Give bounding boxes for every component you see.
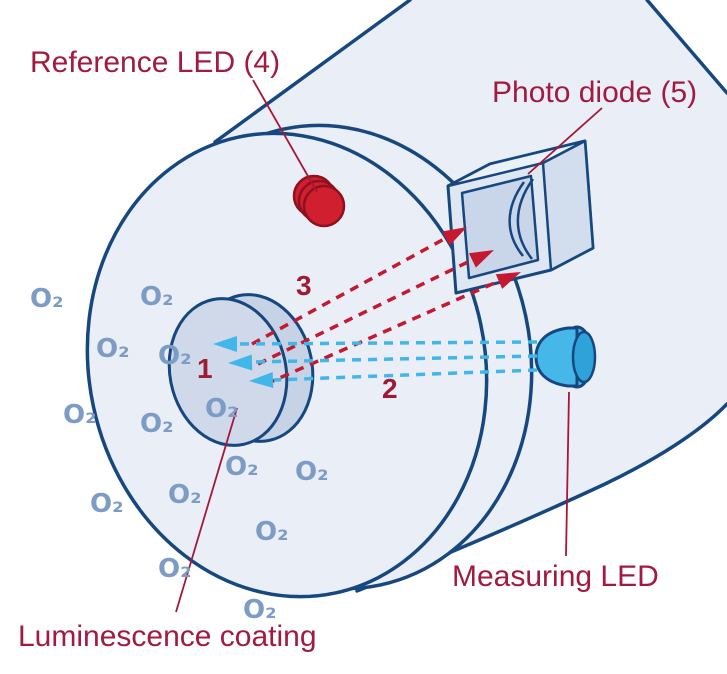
leader-line-measuring-led [565, 391, 570, 557]
label-measuring-led: Measuring LED [452, 560, 659, 593]
cylinder-corner-edge [645, 0, 727, 95]
label-photo-diode: Photo diode (5) [492, 76, 697, 109]
leader-line-photo-diode [527, 107, 603, 175]
label-reference-led: Reference LED (4) [30, 46, 280, 79]
o2-molecule: O₂ [140, 282, 174, 312]
blue-beam-arrowhead-3 [249, 372, 274, 388]
o2-molecule: O₂ [63, 400, 97, 430]
cylinder [85, 0, 727, 599]
o2-molecule: O₂ [158, 554, 192, 584]
o2-molecule: O₂ [243, 595, 277, 625]
leader-line-luminescence-coating [175, 407, 238, 613]
o2-molecule: O₂ [90, 489, 124, 519]
o2-molecule: O₂ [205, 394, 239, 424]
label-luminescence-coating: Luminescence coating [18, 620, 317, 653]
blue-beam-line-3 [273, 368, 538, 382]
beam-number-1: 1 [197, 353, 213, 384]
blue-beam-arrowhead-1 [213, 336, 237, 352]
leader-line-reference-led [252, 79, 318, 193]
leader-lines [175, 79, 603, 613]
red-beam-arrowhead-2 [468, 250, 494, 268]
luminescence-spot-face [167, 297, 289, 447]
photo-diode-lens-curve-inner [516, 178, 535, 260]
cylinder-top-edge [213, 0, 412, 144]
red-beam-arrowhead-3 [495, 272, 521, 289]
reference-led-dot [292, 174, 346, 228]
o2-molecule: O₂ [158, 341, 192, 371]
photo-diode-side-face [541, 139, 595, 272]
blue-beam-line-1 [238, 340, 538, 346]
emitted-light-beams [251, 227, 521, 386]
photo-diode-lens-curve-outer [508, 181, 526, 257]
beam-number-2: 2 [382, 373, 398, 404]
red-beam-line-3 [265, 279, 500, 386]
o2-molecule: O₂ [96, 334, 130, 364]
measuring-led-cap [571, 330, 597, 384]
beam-number-3: 3 [296, 270, 312, 301]
o2-molecule: O₂ [30, 284, 64, 314]
o2-molecule: O₂ [295, 457, 329, 487]
red-beam-line-1 [251, 236, 447, 346]
luminescence-spot [167, 293, 315, 447]
measuring-light-beams [213, 336, 538, 388]
red-beam-arrowhead-1 [442, 227, 467, 246]
o2-molecule: O₂ [255, 517, 289, 547]
reference-led-ring-front [302, 184, 346, 228]
o2-molecule: O₂ [225, 452, 259, 482]
measuring-led-lamp [534, 325, 597, 389]
o2-molecule: O₂ [140, 409, 174, 439]
red-beam-line-2 [257, 258, 473, 366]
blue-beam-arrowhead-2 [228, 354, 253, 371]
oxygen-molecules: O₂ O₂ O₂ O₂ O₂ O₂ O₂ O₂ O₂ O₂ O₂ O₂ O₂ O… [30, 282, 329, 625]
o2-molecule: O₂ [168, 480, 202, 510]
